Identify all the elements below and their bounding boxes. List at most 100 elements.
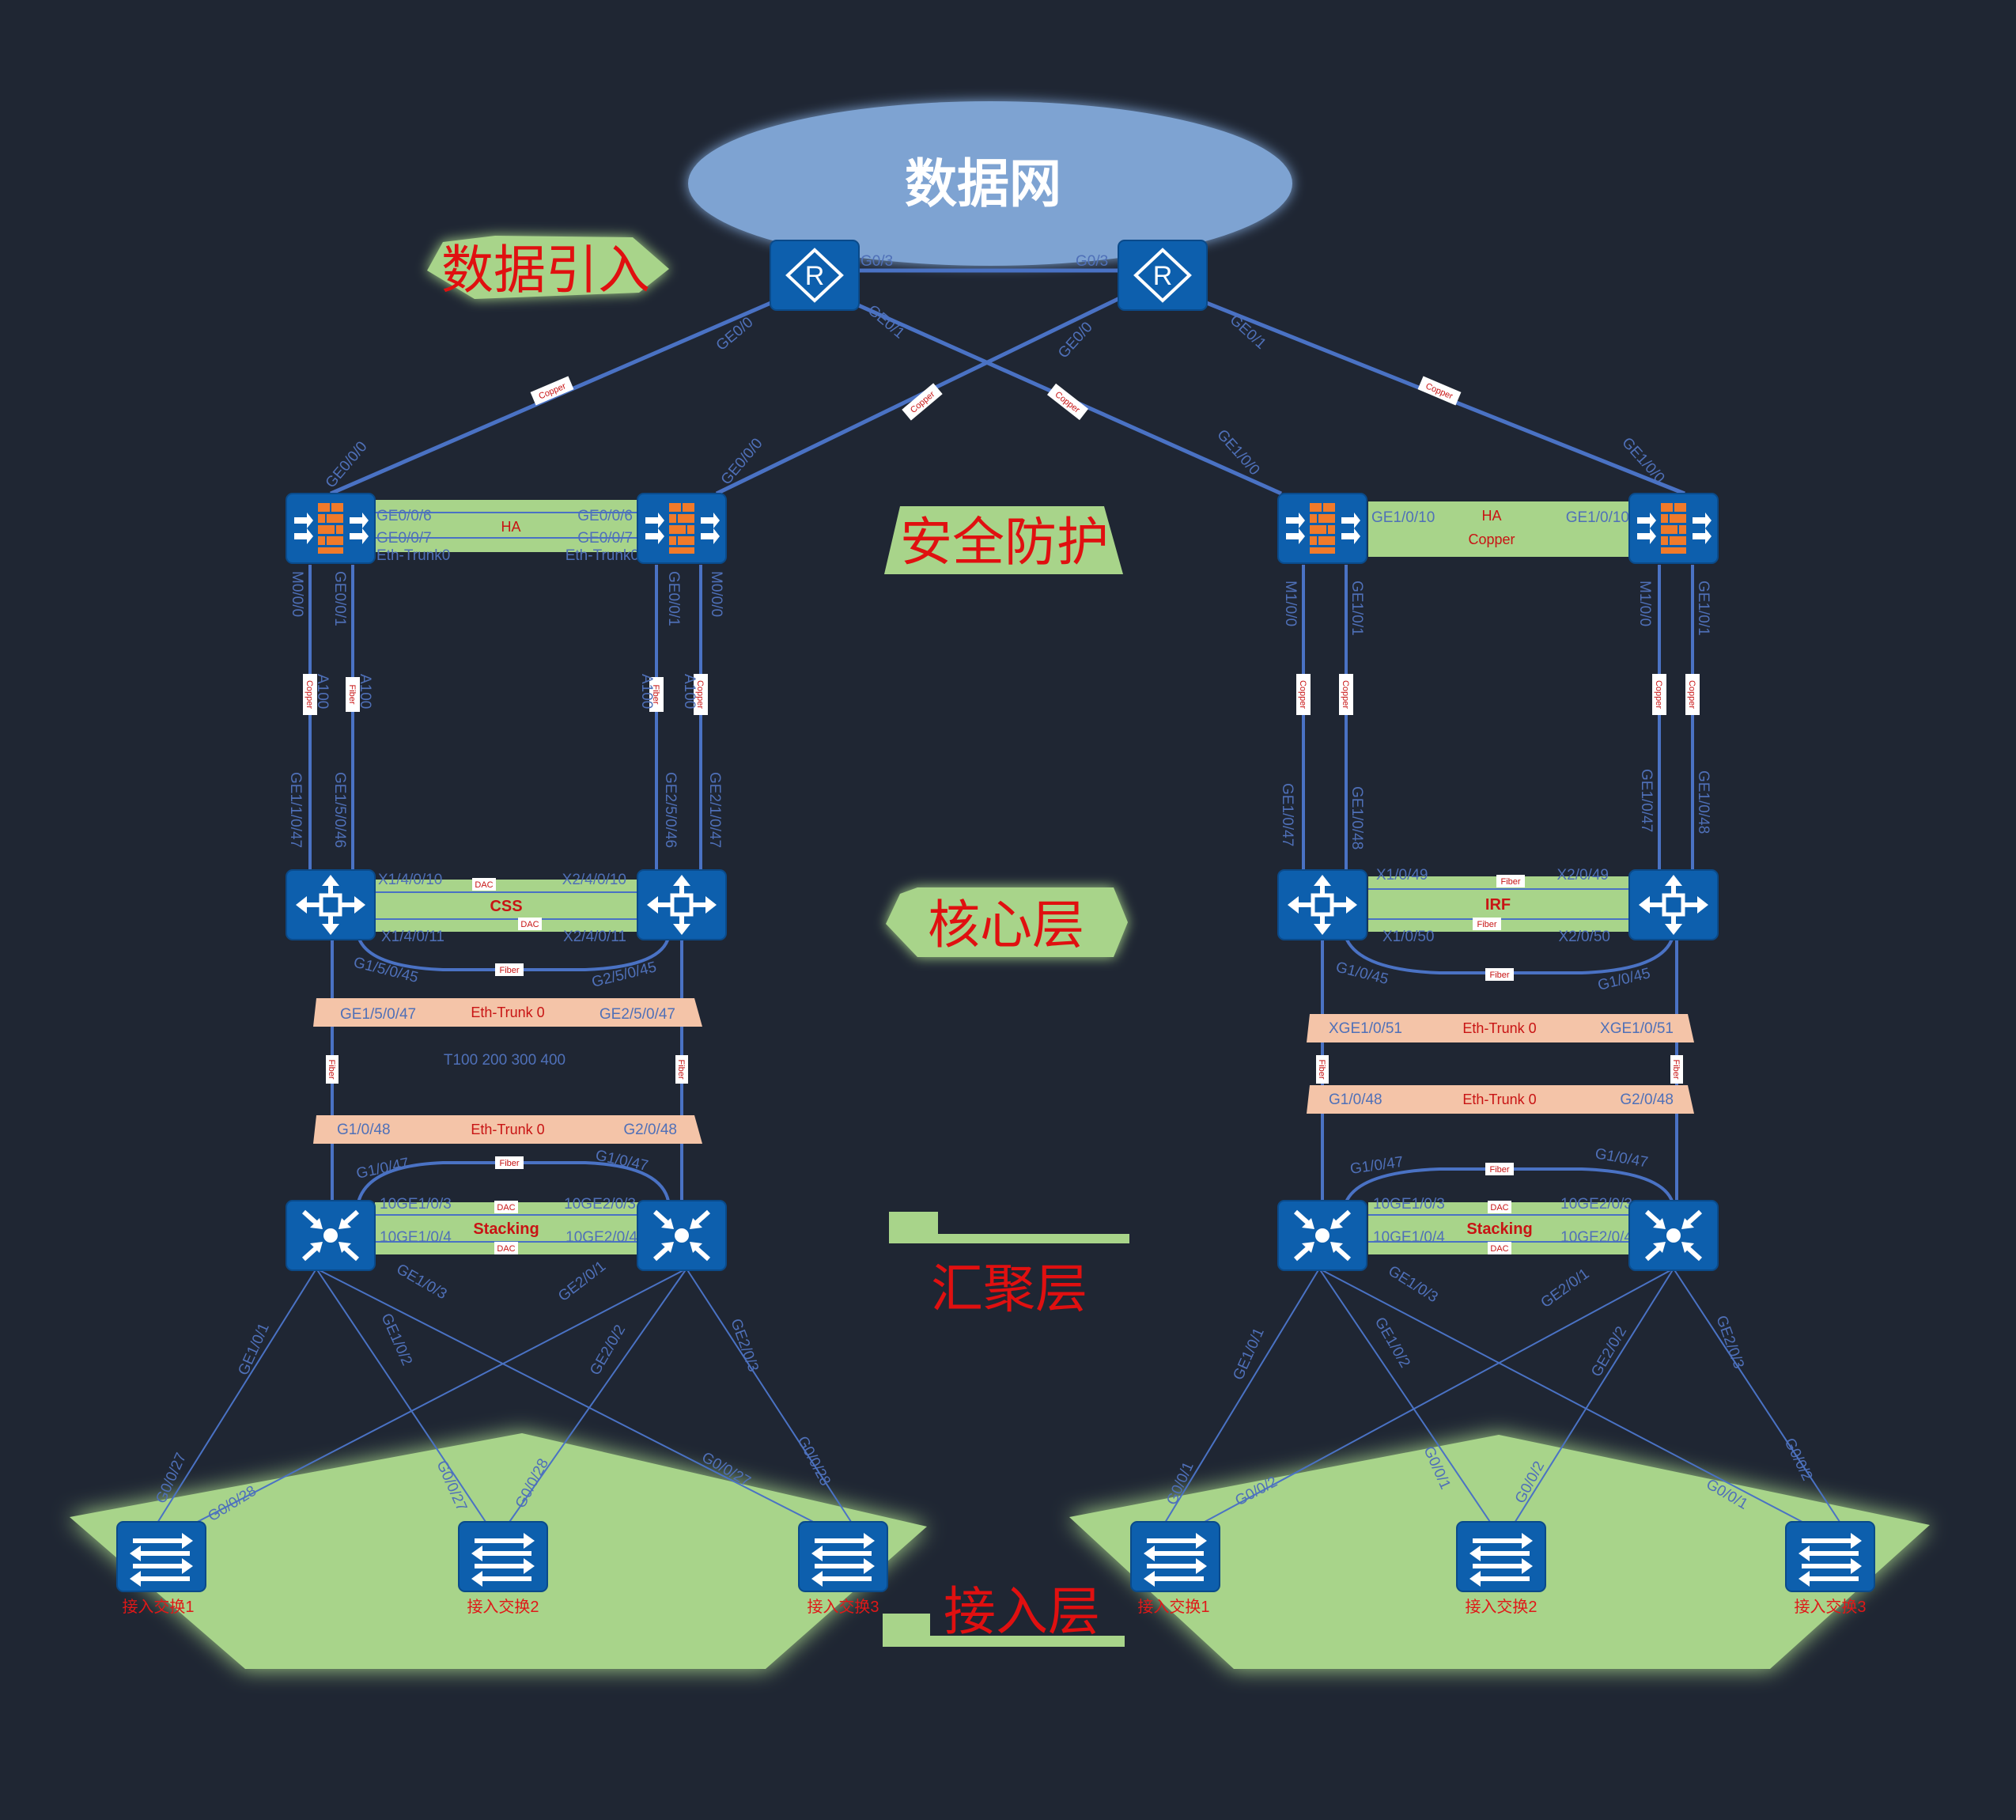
right-fw2-p10: GE1/0/10 [1566,509,1629,526]
data-network-cloud [688,101,1292,266]
right-agg2-10g4: 10GE2/0/4 [1560,1229,1632,1246]
right-agg1-ge3: GE1/0/3 [1385,1262,1440,1306]
right-trunk2-m: Eth-Trunk 0 [1462,1092,1536,1107]
left-trunk1-r: GE2/5/0/47 [600,1006,675,1023]
core-label-bg [886,887,1128,957]
tag-fiber: Fiber [347,684,357,704]
left-fw2-p6: GE0/0/6 [577,508,633,524]
left-agg-switch-2[interactable] [637,1201,726,1270]
left-agg2-10g3: 10GE2/0/3 [564,1196,636,1213]
left-agg2-ge1: GE2/0/1 [555,1258,609,1304]
left-band-links [375,512,644,1243]
left-css-band [375,880,644,932]
right-core1-b: GE1/0/48 [1348,786,1365,849]
tag-dac: DAC [497,1244,515,1254]
right-core2-b: GE1/0/48 [1695,770,1712,834]
right-agg-switch-1[interactable] [1278,1201,1367,1270]
tag-fiber: Fiber [499,1159,519,1168]
r1-port-g03: G0/3 [860,253,893,270]
right-agg1-10g4: 10GE1/0/4 [1373,1229,1445,1246]
tag-dac: DAC [520,920,539,929]
tag-fiber: Fiber [1477,920,1496,929]
right-firewall-2[interactable] [1628,493,1719,564]
right-fw-ha: HA [1481,508,1501,524]
right-fw1-m: M1/0/0 [1282,581,1299,626]
access-switch-icon [1786,1522,1874,1591]
tag-fiber: Fiber [499,966,519,975]
left-agg2-10g4: 10GE2/0/4 [565,1229,637,1246]
right-agg2-10g3: 10GE2/0/3 [1560,1196,1632,1213]
right-access-switch-3[interactable] [1786,1522,1874,1591]
tag-copper: Copper [1298,680,1307,709]
right-access1-name: 接入交换1 [1137,1598,1209,1616]
left-fw1-p7: GE0/0/7 [376,530,432,547]
right-core-switch-1[interactable] [1278,870,1367,940]
left-acc3-b: G0/0/28 [794,1433,834,1489]
right-access2-name: 接入交换2 [1465,1598,1537,1616]
right-agg2-g47: G1/0/47 [1594,1145,1649,1171]
r2-port-g03: G0/3 [1076,253,1108,270]
core-switch-icon [1629,870,1718,940]
left-access-switch-2[interactable] [459,1522,547,1591]
access-switch-icon [1131,1522,1220,1591]
left-core-switch-1[interactable] [286,870,375,940]
layer-label-data-in: 数据引入 [441,240,650,299]
left-core-switch-2[interactable] [637,870,726,940]
right-access-switch-2[interactable] [1457,1522,1545,1591]
tag-fiber: Fiber [1671,1059,1681,1079]
tag-dac: DAC [497,1203,515,1213]
router-2[interactable] [1117,239,1208,312]
right-stacking: Stacking [1466,1220,1532,1238]
aggregation-label-bg [889,1212,1129,1243]
aggregation-switch-icon [286,1201,375,1270]
r1-port-ge01: GE0/1 [864,302,908,342]
right-trunk1-r: XGE1/0/51 [1600,1020,1674,1037]
tag-copper: Copper [695,680,705,709]
right-access3-name: 接入交换3 [1794,1598,1866,1616]
right-agg-switch-2[interactable] [1629,1201,1718,1270]
right-fw2-m: M1/0/0 [1636,581,1653,626]
right-trunk2-band [1307,1085,1694,1114]
left-trunk1-band [313,998,702,1027]
left-fw2-p7: GE0/0/7 [577,530,633,547]
right-core2-x49: X2/0/49 [1557,867,1609,884]
left-access-switch-3[interactable] [799,1522,887,1591]
layer-label-core: 核心层 [928,895,1084,954]
router-icon [1117,239,1208,312]
left-agg1-ge2: GE1/0/2 [377,1311,415,1368]
left-agg-switch-1[interactable] [286,1201,375,1270]
left-core2-a: GE2/5/0/46 [662,772,679,848]
right-fw1-p10: GE1/0/10 [1371,509,1435,526]
left-firewall-1[interactable] [286,493,376,564]
right-trunk1-l: XGE1/0/51 [1329,1020,1402,1037]
tag-fiber: Fiber [1500,877,1520,887]
security-label-bg [884,506,1123,574]
right-core-switch-2[interactable] [1629,870,1718,940]
access-switch-icon [117,1522,206,1591]
left-core2-g45: G2/5/0/45 [590,959,658,991]
left-fw-ha-band [375,500,644,552]
left-agg2-ge2: GE2/0/2 [587,1322,629,1379]
left-a100-1: A100 [314,674,331,709]
right-fw1-g: GE1/0/1 [1348,581,1365,636]
left-core2-x10: X2/4/0/10 [562,872,626,888]
router-1[interactable] [769,239,860,312]
layer-label-access: 接入层 [944,1582,1100,1640]
uplink-lines [330,268,1685,496]
left-access-switch-1[interactable] [117,1522,206,1591]
tag-dac: DAC [475,880,493,890]
left-firewall-2[interactable] [637,493,727,564]
left-agg1-10g3: 10GE1/0/3 [380,1196,452,1213]
router-icon [769,239,860,312]
right-firewall-1[interactable] [1277,493,1367,564]
access-switch-icon [799,1522,887,1591]
left-trunk2-l: G1/0/48 [337,1122,391,1138]
right-fw-ha-band [1368,501,1637,557]
left-fw1-uplink: GE0/0/0 [323,438,371,491]
core-switch-icon [637,870,726,940]
left-core1-x11: X1/4/0/11 [381,929,444,945]
right-core1-a: GE1/0/47 [1279,783,1295,846]
right-access-switch-1[interactable] [1131,1522,1220,1591]
right-core2-x50: X2/0/50 [1559,929,1611,945]
